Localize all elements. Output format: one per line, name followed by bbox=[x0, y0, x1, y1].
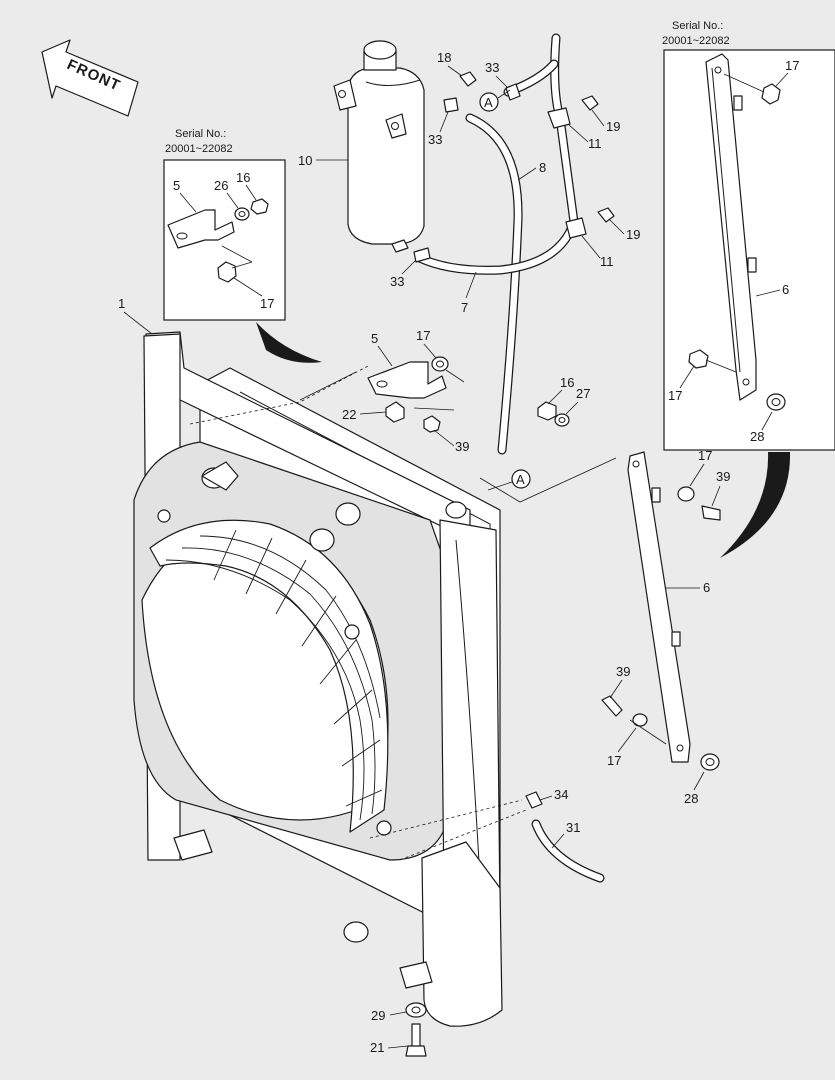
circle-a-markers: A A bbox=[479, 89, 531, 491]
inset-left-callout-17: 17 bbox=[260, 296, 274, 311]
callout-17-a: 17 bbox=[416, 328, 430, 343]
clamps bbox=[413, 71, 615, 809]
upper-bracket-parts bbox=[299, 356, 570, 433]
callout-8: 8 bbox=[539, 160, 546, 175]
hoses bbox=[415, 33, 605, 883]
callouts: 1 10 18 33 33 33 8 7 19 11 19 11 5 17 22… bbox=[118, 50, 730, 1055]
inset-left-callout-5: 5 bbox=[173, 178, 180, 193]
fan-guard bbox=[149, 509, 392, 836]
swoosh-arrow-right bbox=[720, 452, 791, 558]
stay-6 bbox=[479, 451, 721, 771]
callout-19-a: 19 bbox=[606, 119, 620, 134]
callout-33-a: 33 bbox=[485, 60, 499, 75]
inset-right-callout-6: 6 bbox=[782, 282, 789, 297]
callout-31: 31 bbox=[566, 820, 580, 835]
callout-39-a: 39 bbox=[455, 439, 469, 454]
callout-17-b: 17 bbox=[698, 448, 712, 463]
swoosh-arrow-left bbox=[256, 322, 322, 363]
callout-21: 21 bbox=[370, 1040, 384, 1055]
callout-1: 1 bbox=[118, 296, 125, 311]
reservoir-tank bbox=[333, 40, 425, 253]
callout-39-b: 39 bbox=[716, 469, 730, 484]
callout-34: 34 bbox=[554, 787, 568, 802]
front-arrow: FRONT bbox=[41, 39, 139, 117]
callout-33-b: 33 bbox=[428, 132, 442, 147]
callout-29: 29 bbox=[371, 1008, 385, 1023]
inset-right-callout-28: 28 bbox=[750, 429, 764, 444]
callout-A-top: A bbox=[484, 95, 493, 110]
callout-5: 5 bbox=[371, 331, 378, 346]
inset-left-callout-16: 16 bbox=[236, 170, 250, 185]
inset-left-callout-26: 26 bbox=[214, 178, 228, 193]
inset-right: Serial No.: 20001~22082 17 6 17 28 bbox=[662, 20, 835, 451]
callout-39-c: 39 bbox=[616, 664, 630, 679]
radiator-assembly bbox=[133, 331, 527, 1027]
callout-A-bottom: A bbox=[516, 472, 525, 487]
callout-33-c: 33 bbox=[390, 274, 404, 289]
callout-28: 28 bbox=[684, 791, 698, 806]
inset-right-serial-range: 20001~22082 bbox=[662, 35, 730, 47]
callout-22: 22 bbox=[342, 407, 356, 422]
callout-19-b: 19 bbox=[626, 227, 640, 242]
callout-18: 18 bbox=[437, 50, 451, 65]
inset-left: Serial No.: 20001~22082 5 26 16 17 bbox=[163, 128, 286, 321]
inset-right-callout-17-top: 17 bbox=[785, 58, 799, 73]
callout-10: 10 bbox=[298, 153, 312, 168]
inset-right-callout-17-bottom: 17 bbox=[668, 388, 682, 403]
callout-16: 16 bbox=[560, 375, 574, 390]
callout-11-b: 11 bbox=[600, 254, 614, 269]
callout-11-a: 11 bbox=[588, 136, 602, 151]
bottom-fasteners bbox=[405, 1002, 427, 1057]
callout-27: 27 bbox=[576, 386, 590, 401]
inset-left-serial-range: 20001~22082 bbox=[165, 143, 233, 155]
callout-6: 6 bbox=[703, 580, 710, 595]
callout-7: 7 bbox=[461, 300, 468, 315]
callout-17-c: 17 bbox=[607, 753, 621, 768]
inset-left-serial-caption: Serial No.: bbox=[175, 128, 226, 140]
inset-right-serial-caption: Serial No.: bbox=[672, 20, 723, 32]
